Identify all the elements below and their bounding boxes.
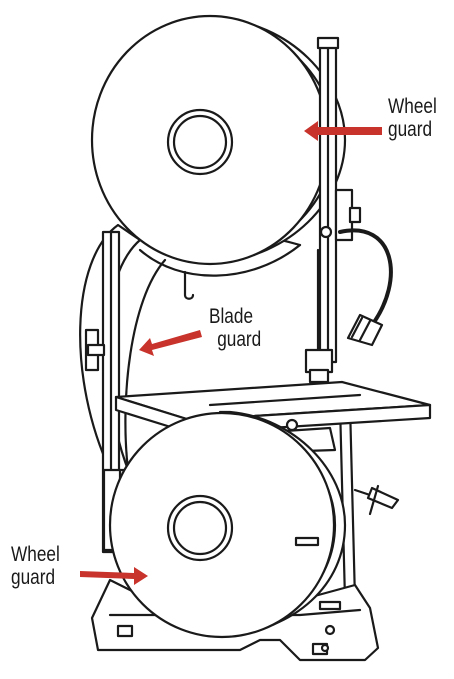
label-upper-wheel-guard-line1: Wheel — [388, 95, 437, 118]
label-blade-guard-line2: guard — [217, 328, 262, 351]
trunnion-knob — [285, 418, 299, 432]
lamp-rib-2 — [358, 319, 372, 342]
label-lower-wheel-guard-line2: guard — [11, 566, 56, 589]
label-upper-wheel-guard: Wheel guard — [388, 95, 437, 141]
label-lower-wheel-guard-line1: Wheel — [11, 543, 60, 566]
guard-latch-knob — [86, 343, 106, 357]
lower-wheel-hub-inner — [172, 500, 228, 556]
blade-pivot — [319, 225, 333, 239]
table-slot — [208, 393, 362, 407]
arrow-upper-wheel-guard — [304, 121, 382, 141]
base-screw — [324, 624, 336, 636]
base-bolt-left — [116, 624, 134, 638]
lamp-rib-1 — [350, 316, 364, 339]
blade-guide-block — [304, 348, 334, 374]
lower-latch-2 — [318, 600, 342, 611]
lower-latch — [294, 536, 320, 547]
label-blade-guard-line1: Blade — [209, 305, 254, 328]
lamp-gooseneck — [338, 228, 393, 327]
upper-wheel-hub-inner — [172, 114, 228, 170]
arrow-lower-wheel-guard — [80, 567, 148, 585]
blade-guide-block-lower — [308, 368, 330, 384]
label-blade-guard: Blade guard — [209, 305, 261, 351]
arrow-blade-guard — [139, 330, 202, 356]
label-lower-wheel-guard: Wheel guard — [11, 543, 60, 589]
handwheel-spoke — [368, 484, 380, 516]
tension-housing — [334, 188, 354, 242]
upper-wheel-bottom — [138, 243, 302, 277]
base-screw-2 — [320, 643, 330, 653]
label-upper-wheel-guard-line2: guard — [388, 118, 433, 141]
blade-guard-inner-arc — [124, 258, 167, 472]
guide-post-top — [316, 36, 340, 50]
tension-knob — [348, 206, 362, 224]
tension-hook — [183, 270, 195, 300]
